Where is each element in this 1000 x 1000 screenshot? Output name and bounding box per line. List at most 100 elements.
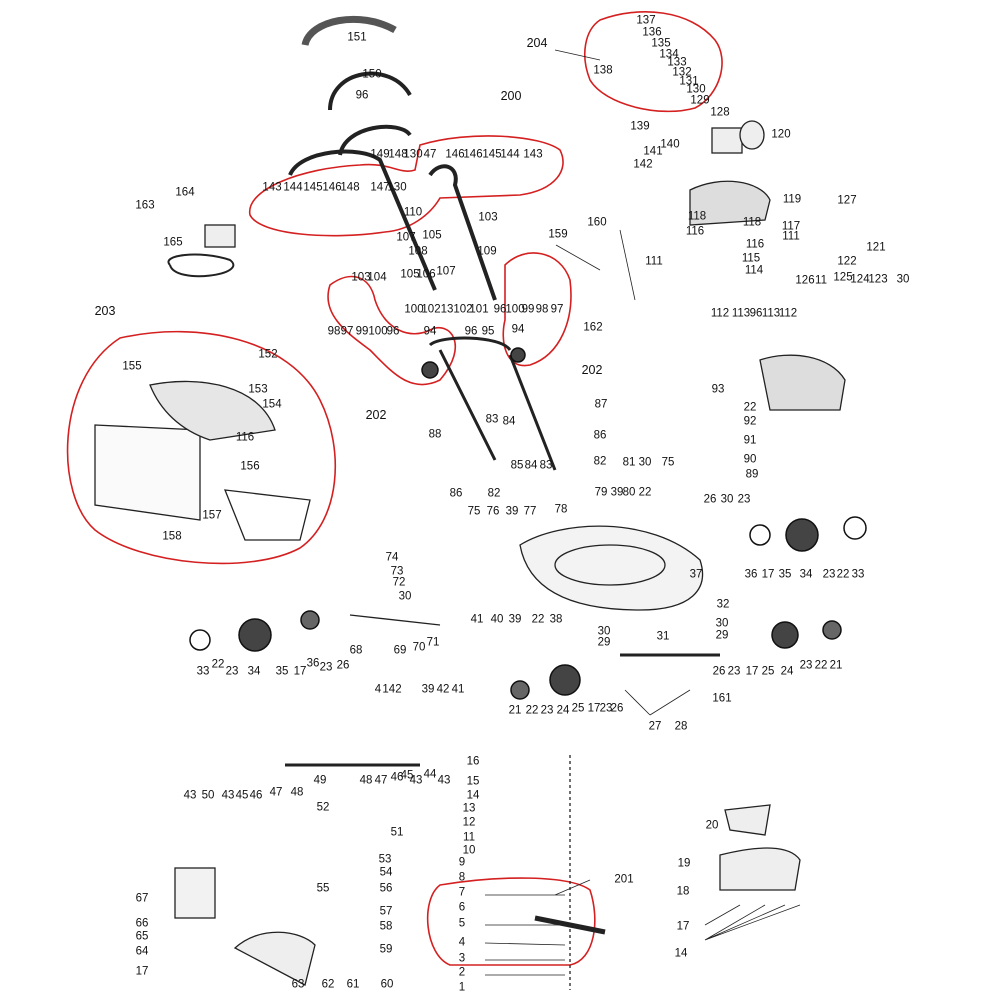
outline-group-201 xyxy=(426,877,596,966)
part-callout-50: 50 xyxy=(201,789,215,802)
part-callout-116: 116 xyxy=(745,238,765,251)
part-shapes xyxy=(94,15,846,990)
wheel xyxy=(749,524,771,546)
part-callout-48: 48 xyxy=(359,774,373,787)
part-callout-41: 41 xyxy=(451,683,465,696)
part-callout-80: 80 xyxy=(622,486,636,499)
wheel xyxy=(510,680,530,700)
part-callout-99: 99 xyxy=(355,325,369,338)
part-callout-23: 23 xyxy=(737,493,751,506)
power-cable xyxy=(167,253,235,278)
part-callout-145: 145 xyxy=(482,148,502,161)
part-callout-5: 5 xyxy=(458,917,466,930)
part-callout-29: 29 xyxy=(597,636,611,649)
part-callout-144: 144 xyxy=(283,181,303,194)
part-callout-120: 120 xyxy=(771,128,791,141)
part-callout-26: 26 xyxy=(712,665,726,678)
part-callout-149: 149 xyxy=(370,148,390,161)
front-axle xyxy=(349,614,441,626)
part-callout-15: 15 xyxy=(466,775,480,788)
part-callout-134: 134 xyxy=(659,48,679,61)
part-callout-17: 17 xyxy=(745,665,759,678)
part-callout-156: 156 xyxy=(240,460,260,473)
wheel xyxy=(785,518,819,552)
filter-box xyxy=(711,127,743,154)
part-callout-63: 63 xyxy=(291,978,305,991)
part-callout-96: 96 xyxy=(355,89,369,102)
part-callout-23: 23 xyxy=(540,704,554,717)
part-callout-132: 132 xyxy=(672,66,692,79)
part-callout-54: 54 xyxy=(379,866,393,879)
wheel xyxy=(822,620,842,640)
part-callout-131: 131 xyxy=(679,75,699,88)
part-callout-104: 104 xyxy=(367,271,387,284)
part-callout-117: 117 xyxy=(781,220,801,233)
outline-group-202-left xyxy=(327,275,457,386)
part-callout-148: 148 xyxy=(388,148,408,161)
part-callout-153: 153 xyxy=(248,383,268,396)
part-callout-67: 67 xyxy=(135,892,149,905)
part-callout-25: 25 xyxy=(761,665,775,678)
wheel xyxy=(421,361,439,379)
bag-frame xyxy=(149,380,276,441)
part-callout-202: 202 xyxy=(581,362,603,377)
part-callout-146: 146 xyxy=(322,181,342,194)
engine-cover xyxy=(689,180,771,226)
part-callout-23: 23 xyxy=(727,665,741,678)
part-callout-17: 17 xyxy=(135,965,149,978)
part-callout-105: 105 xyxy=(422,229,442,242)
part-callout-125: 125 xyxy=(833,271,853,284)
part-callout-164: 164 xyxy=(175,186,195,199)
part-callout-30: 30 xyxy=(398,590,412,603)
part-callout-158: 158 xyxy=(162,530,182,543)
part-callout-34: 34 xyxy=(799,568,813,581)
part-callout-36: 36 xyxy=(744,568,758,581)
part-callout-9: 9 xyxy=(458,856,466,869)
part-callout-49: 49 xyxy=(313,774,327,787)
part-callout-18: 18 xyxy=(676,885,690,898)
part-callout-113: 113 xyxy=(731,307,751,320)
part-callout-43: 43 xyxy=(183,789,197,802)
part-callout-75: 75 xyxy=(467,505,481,518)
part-callout-16: 16 xyxy=(466,755,480,768)
part-callout-64: 64 xyxy=(135,945,149,958)
part-callout-91: 91 xyxy=(743,434,757,447)
handle-right xyxy=(428,164,497,301)
part-callout-157: 157 xyxy=(202,509,222,522)
part-callout-39: 39 xyxy=(505,505,519,518)
part-callout-147: 147 xyxy=(370,181,390,194)
part-callout-137: 137 xyxy=(636,14,656,27)
lower-frame xyxy=(428,336,557,471)
part-callout-27: 27 xyxy=(648,720,662,733)
part-callout-100: 100 xyxy=(505,303,525,316)
charger xyxy=(204,224,236,248)
part-callout-112: 112 xyxy=(710,307,730,320)
part-callout-138: 138 xyxy=(593,64,613,77)
part-callout-86: 86 xyxy=(593,429,607,442)
part-callout-7: 7 xyxy=(458,886,466,899)
part-callout-23: 23 xyxy=(822,568,836,581)
part-callout-98: 98 xyxy=(535,303,549,316)
part-callout-20: 20 xyxy=(705,819,719,832)
part-callout-35: 35 xyxy=(275,665,289,678)
rear-cover xyxy=(719,847,801,891)
part-callout-129: 129 xyxy=(690,94,710,107)
leader-lines xyxy=(484,49,801,976)
part-callout-23: 23 xyxy=(599,702,613,715)
part-callout-47: 47 xyxy=(423,148,437,161)
part-callout-30: 30 xyxy=(715,617,729,630)
part-callout-30: 30 xyxy=(896,273,910,286)
part-callout-96: 96 xyxy=(386,325,400,338)
part-callout-118: 118 xyxy=(687,210,707,223)
part-callout-77: 77 xyxy=(523,505,537,518)
part-callout-21: 21 xyxy=(508,704,522,717)
grass-bag xyxy=(94,424,201,521)
part-callout-82: 82 xyxy=(487,487,501,500)
part-callout-201: 201 xyxy=(614,873,634,886)
part-callout-85: 85 xyxy=(510,459,524,472)
part-callout-111: 111 xyxy=(782,230,800,243)
part-callout-25: 25 xyxy=(571,702,585,715)
part-callout-124: 124 xyxy=(850,273,870,286)
part-callout-159: 159 xyxy=(548,228,568,241)
